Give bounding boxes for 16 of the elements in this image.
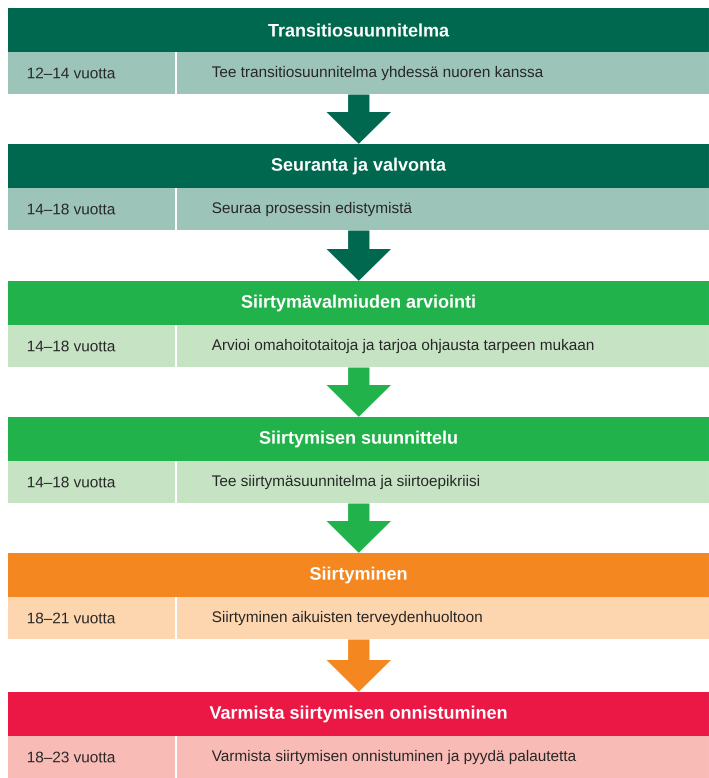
description-cell: Varmista siirtymisen onnistuminen ja pyydä palautetta <box>177 736 709 778</box>
description-cell: Seuraa prosessin edistymistä <box>177 188 709 230</box>
stage-header: Varmista siirtymisen onnistuminen <box>8 692 709 736</box>
age-cell: 14–18 vuotta <box>8 188 175 230</box>
age-cell: 12–14 vuotta <box>8 52 175 94</box>
age-cell: 18–21 vuotta <box>8 597 175 639</box>
stage-header: Siirtyminen <box>8 553 709 597</box>
age-cell: 14–18 vuotta <box>8 461 175 503</box>
description-cell: Tee siirtymäsuunnitelma ja siirtoepikriisi <box>177 461 709 503</box>
description-cell: Tee transitiosuunnitelma yhdessä nuoren kanssa <box>177 52 709 94</box>
age-cell: 14–18 vuotta <box>8 325 175 367</box>
description-cell: Arvioi omahoitotaitoja ja tarjoa ohjausta tarpeen mukaan <box>177 325 709 367</box>
stage-header: Siirtymävalmiuden arviointi <box>8 281 709 325</box>
age-cell: 18–23 vuotta <box>8 736 175 778</box>
description-cell: Siirtyminen aikuisten terveydenhuoltoon <box>177 597 709 639</box>
stage-header: Transitiosuunnitelma <box>8 8 709 52</box>
